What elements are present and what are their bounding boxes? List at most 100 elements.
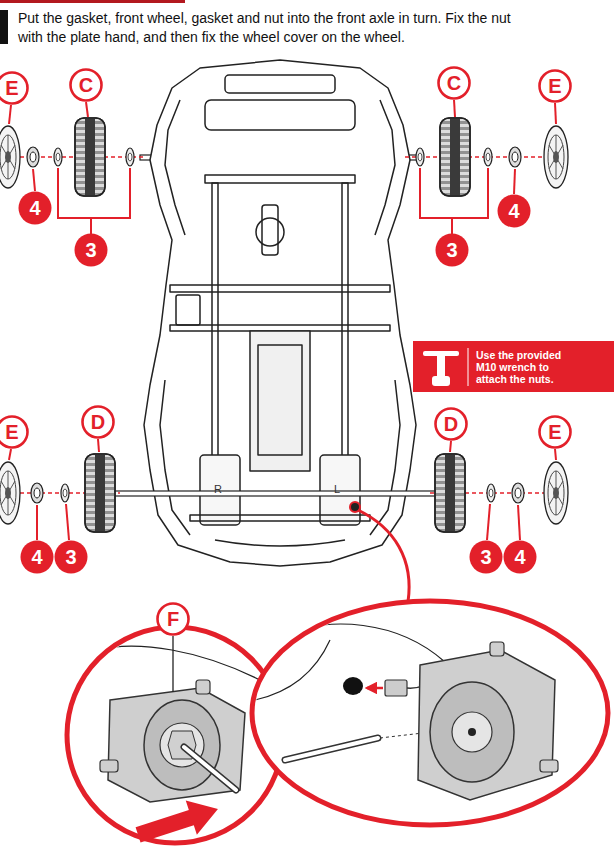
callout-label: 4 [497,194,531,228]
motor-face [430,682,514,782]
gasket [54,148,62,166]
callout-letter: C [69,68,103,102]
callout-label: D [434,407,468,441]
callout-circle-shape [55,541,88,574]
nut [512,483,524,503]
plug [385,680,407,696]
gasket [484,148,492,166]
fender-line [165,100,185,235]
wrench-socket [432,376,450,386]
frame-bar [170,285,390,292]
axle-rod [285,738,378,760]
gear-motor-installed [95,646,260,802]
callout-label: 3 [54,540,88,574]
leader-line [514,169,515,194]
callout-label: 4 [20,540,54,574]
gear-motor-exploded [255,624,558,800]
side-label: L [334,483,340,495]
callout-label: E [0,71,29,105]
leader-line [451,218,453,234]
push-arrow-shape [132,792,223,849]
separator [468,348,469,386]
rear-axle [112,491,438,496]
body-panel [95,646,260,680]
callout-number: 3 [54,540,88,574]
callout-number: 3 [74,233,108,267]
leader-line [9,449,11,460]
callout-circle-shape [498,195,531,228]
front-wheel [440,118,470,196]
callout-letter: D [434,407,468,441]
callout-letter: F [156,602,190,636]
leader-line [86,102,88,117]
callout-label: 4 [503,540,537,574]
callout-circle-shape [436,234,469,267]
push-arrow [132,792,223,849]
callout-letter: E [0,415,29,449]
leader-line [450,441,451,452]
wheel-cover [0,126,20,188]
gasket [416,148,424,166]
callout-label: D [81,405,115,439]
nut [31,483,43,503]
side-label: R [214,483,222,495]
detail-circle [67,627,283,843]
leader-line [172,636,173,692]
rear-bumper [215,540,345,546]
hub-center [468,728,476,736]
fender-line [370,380,400,535]
axle-rod [184,747,236,790]
rear-wheel [435,454,465,532]
detail-circle [252,601,608,825]
gasket [126,148,134,166]
leader-line [33,169,35,191]
wrench-handle [423,351,459,356]
insert-arrow [367,687,383,690]
nut [509,147,521,167]
motor-tab [100,760,118,772]
battery-box [250,331,310,471]
grille [225,75,335,93]
leader-line [66,504,69,540]
axis-guide [405,156,545,158]
frame-bar [205,175,355,183]
leader-line [518,505,520,540]
leader-line [555,103,556,124]
frame-bar [190,515,370,521]
callout-number: 4 [497,194,531,228]
nut [27,147,39,167]
callout-letter: E [538,415,572,449]
fender-line [160,380,190,535]
leader-line [98,439,99,452]
gear-motor [418,650,555,800]
callout-label: E [0,415,29,449]
battery [258,345,302,455]
callout-circle-shape [19,192,52,225]
leader-line [555,449,556,460]
body-outline [144,60,416,566]
switch-panel [176,295,200,325]
zoom-leader [358,510,409,602]
gear-motor [108,688,245,802]
front-wheel [75,118,105,196]
callout-label: 3 [74,233,108,267]
callout-label: C [69,68,103,102]
bracket [420,168,488,218]
callout-number: 4 [20,540,54,574]
frame-bar [170,325,390,331]
callout-label: E [538,415,572,449]
callout-letter: E [0,71,29,105]
leader-line [9,105,11,124]
callout-label: 3 [469,540,503,574]
leader-line [454,100,455,117]
wheel-cover [544,462,568,524]
socket-hole [343,677,363,695]
leader-lines [9,100,556,540]
axle-rod [184,747,236,790]
callout-label: F [156,602,190,636]
wheel-cover [544,126,568,188]
note-text: Use the provided M10 wrench to attach th… [476,349,572,385]
wrench-shaft [437,355,445,378]
